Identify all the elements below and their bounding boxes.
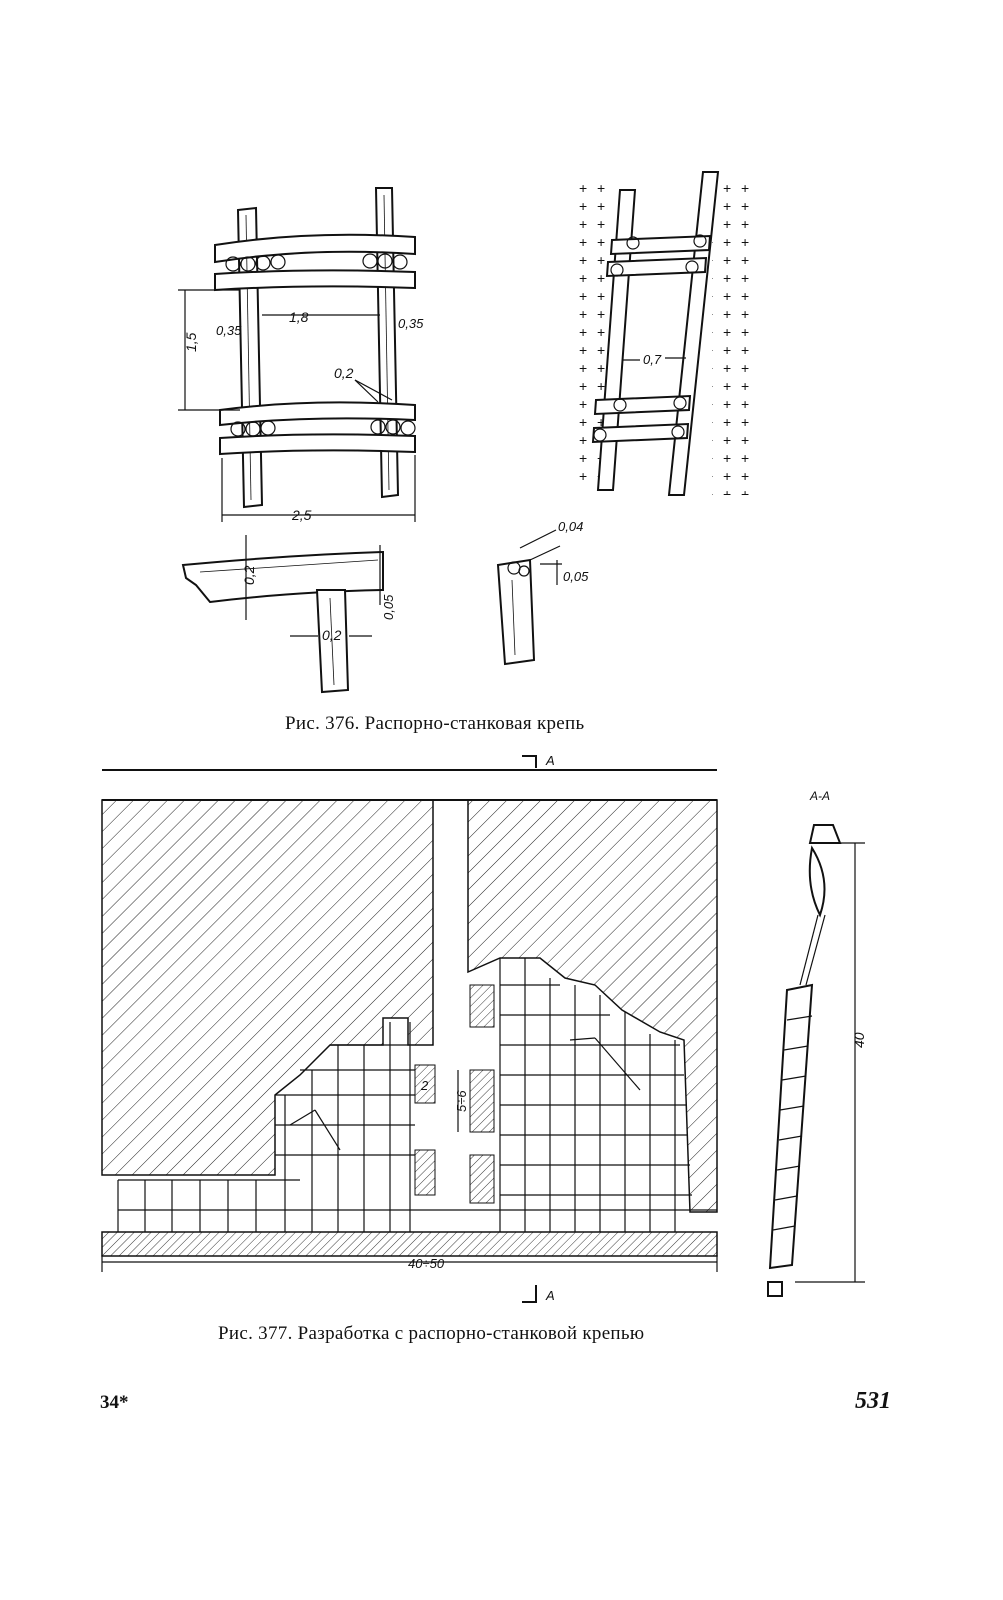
dim-2-5: 2,5 [291, 507, 312, 523]
dim-40: 40 [851, 1032, 867, 1048]
dim-5-6: 5÷6 [454, 1090, 469, 1112]
dim-1-5: 1,5 [183, 332, 199, 352]
dim-0-7: 0,7 [643, 352, 662, 367]
figure-376-joint-detail-post [496, 529, 562, 666]
dim-0-04: 0,04 [558, 519, 583, 534]
figure-376-frame-inclined-view [572, 171, 754, 496]
dim-0-35-right: 0,35 [398, 316, 424, 331]
section-mark-top: А [545, 753, 555, 768]
section-title-a-a: А-А [809, 789, 830, 803]
dim-0-2-beam: 0,2 [241, 565, 257, 585]
dim-0-2-cap: 0,2 [334, 365, 354, 381]
figure-376-caption: Рис. 376. Распорно-станковая крепь [285, 713, 585, 734]
dim-0-2-post: 0,2 [322, 627, 342, 643]
lower-lagging-rounds [230, 419, 416, 437]
dim-0-05-post: 0,05 [563, 569, 589, 584]
figure-377-caption: Рис. 377. Разработка с распорно-станково… [218, 1323, 645, 1344]
page-number: 531 [855, 1388, 891, 1414]
figure-377-section-a-a [767, 824, 865, 1297]
upper-lagging-rounds [225, 253, 408, 272]
dim-2: 2 [420, 1078, 429, 1093]
signature-mark: 34* [100, 1392, 129, 1413]
dim-1-8: 1,8 [289, 309, 309, 325]
figure-376-joint-detail-beam [181, 535, 384, 694]
dim-40-50: 40÷50 [408, 1256, 445, 1271]
figure-376-frame-front-view [178, 187, 416, 522]
figure-377-stope-section [101, 755, 718, 1303]
dim-0-05-beam: 0,05 [381, 594, 396, 620]
section-mark-bottom: А [545, 1288, 555, 1303]
dim-0-35-left: 0,35 [216, 323, 242, 338]
